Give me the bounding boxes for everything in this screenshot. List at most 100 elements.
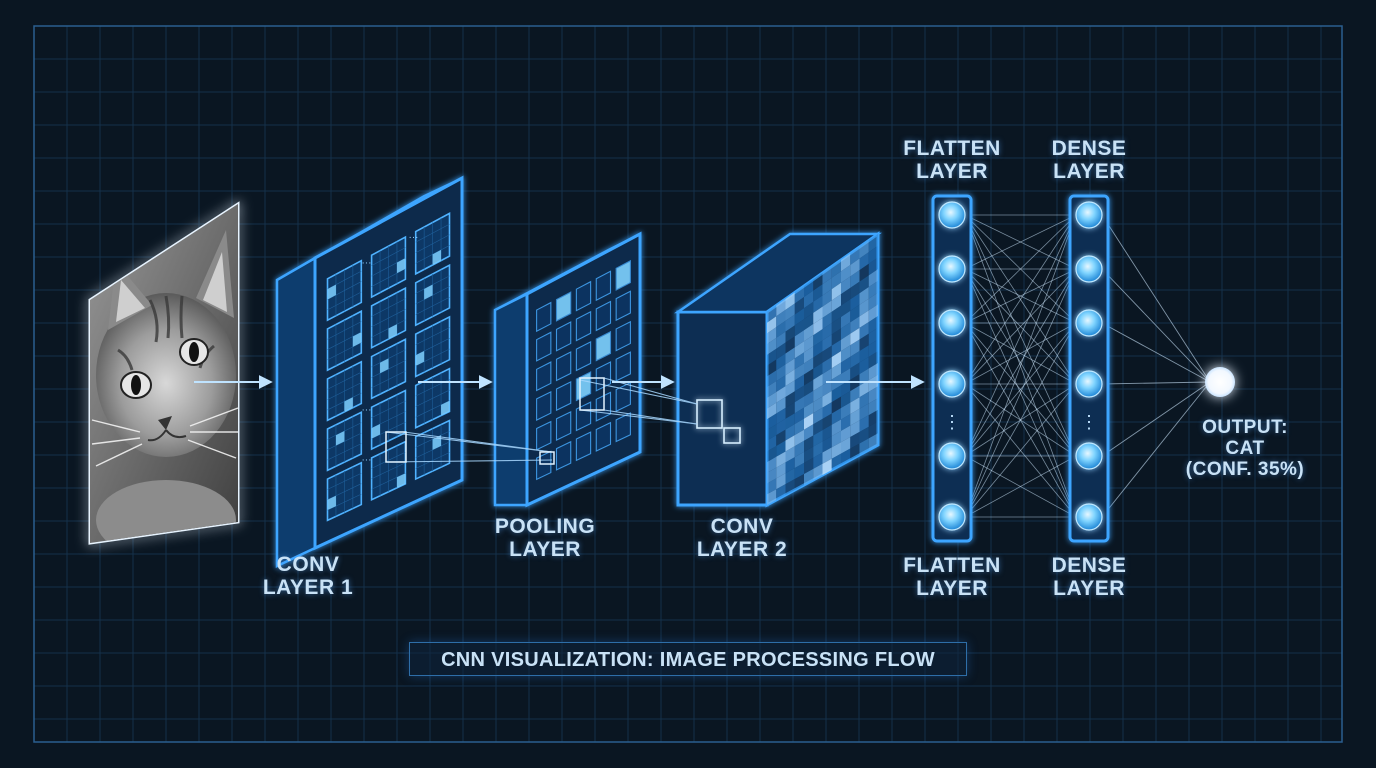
- conv2-pixel: [859, 275, 869, 294]
- conv1-tile-gridline: [327, 331, 362, 350]
- conv2-pixel: [767, 316, 777, 334]
- conv2-pixel: [804, 357, 814, 375]
- conv1-tile-activation: [388, 324, 397, 340]
- conv2-pixel: [822, 289, 832, 307]
- label-pooling-layer-line1: POOLING: [494, 515, 596, 538]
- pooling-side-face: [493, 291, 529, 507]
- receptive-field-boxes: [385, 377, 605, 465]
- conv2-pixel: [822, 390, 832, 408]
- conv2-pixel: [794, 440, 804, 458]
- conv2-kernel-boxes: [696, 399, 741, 444]
- conv2-pixel: [813, 273, 823, 291]
- conv1-tile-activation: [396, 473, 406, 488]
- conv2-pixel: [868, 245, 878, 264]
- conv2-pixel: [822, 402, 832, 419]
- conv2-pixel: [794, 385, 804, 403]
- conv2-pixel: [804, 468, 814, 485]
- conv2-pixel: [794, 308, 804, 326]
- pooling-cell: [536, 331, 552, 362]
- conv2-pixel: [785, 424, 795, 441]
- conv2-pixel: [813, 362, 823, 380]
- conv2-pixel: [785, 479, 795, 495]
- pooling-cell: [555, 410, 572, 441]
- conv2-pixel: [850, 258, 860, 277]
- conv2-pixel: [767, 381, 777, 398]
- conv2-pixel: [831, 294, 841, 312]
- conv1-tile-gridline: [371, 309, 406, 328]
- conv1-tile-gridline: [327, 382, 362, 400]
- conv2-pixel: [822, 334, 832, 352]
- conv2-pixel: [822, 277, 832, 296]
- conv2-pixel: [785, 380, 795, 397]
- conv2-pixel: [767, 402, 777, 420]
- conv1-tile-gridline: [415, 245, 450, 264]
- conv1-tile-gridline: [415, 389, 450, 407]
- conv2-pixel: [850, 351, 860, 369]
- conv2-pixel: [767, 456, 777, 473]
- conv1-tile-activation: [371, 424, 381, 439]
- conv2-pixel: [804, 279, 814, 298]
- conv2-pixel: [813, 351, 823, 369]
- conv2-pixel: [767, 370, 777, 388]
- conv2-pixel: [831, 282, 841, 301]
- pooling-cell: [575, 280, 592, 312]
- label-conv-layer-2-line2: LAYER 2: [696, 538, 788, 561]
- conv2-pixel: [776, 353, 786, 371]
- conv2-pixel: [822, 300, 832, 318]
- conv2-pixel: [822, 266, 832, 285]
- conv1-tile-activation: [327, 495, 336, 511]
- conv2-pixel: [859, 345, 869, 363]
- conv2-pixel: [859, 287, 869, 305]
- conv2-pixel: [794, 341, 804, 359]
- conv2-pixel: [841, 299, 851, 317]
- conv2-pixel: [822, 323, 832, 341]
- pooling-cell: [555, 381, 572, 412]
- conv2-pixel: [868, 234, 878, 253]
- conv2-pixel: [841, 379, 851, 397]
- conv2-pixel: [776, 440, 786, 457]
- conv2-pixel: [794, 407, 804, 425]
- dense-connection: [964, 383, 1077, 518]
- conv2-pixel: [804, 312, 814, 331]
- dense-connection: [964, 455, 1077, 518]
- label-flatten-bottom-line2: LAYER: [916, 577, 988, 600]
- conv2-pixel: [868, 327, 878, 346]
- cat-photo-icon: [90, 204, 238, 543]
- dense-connection: [964, 268, 1077, 385]
- conv1-tile-activation: [344, 397, 353, 412]
- conv2-pixel: [841, 345, 851, 363]
- label-output-line1: OUTPUT:: [1202, 417, 1288, 438]
- conv2-pixel: [767, 489, 777, 505]
- dense-neuron: [1075, 309, 1103, 337]
- conv1-tile-activation: [415, 351, 425, 366]
- dense-connection: [964, 268, 1077, 457]
- dense-connection: [964, 214, 1077, 457]
- conv2-pixel: [850, 408, 860, 426]
- conv2-pixel: [859, 403, 869, 421]
- conv2-pixel: [785, 303, 795, 321]
- conv1-ellipsis-mark: ···: [361, 257, 371, 268]
- dense-connection: [964, 268, 1077, 518]
- label-conv-layer-1: CONV LAYER 1: [248, 553, 368, 599]
- pooling-cell: [536, 420, 552, 451]
- outer-frame: [33, 25, 1343, 743]
- conv2-pixel: [813, 430, 823, 447]
- conv2-pixel: [767, 305, 777, 323]
- conv2-pixel: [822, 447, 832, 464]
- conv2-pixel: [785, 446, 795, 463]
- output-connection: [1101, 214, 1211, 383]
- conv2-pixel: [785, 435, 795, 452]
- conv2-pixel: [804, 424, 814, 441]
- conv2-pixel: [859, 380, 869, 398]
- conv2-pixel: [859, 310, 869, 328]
- conv2-pixel: [868, 339, 878, 357]
- conv2-pixel: [859, 298, 869, 317]
- neurons: [938, 201, 1103, 531]
- label-dense-bottom: DENSE LAYER: [1030, 554, 1148, 600]
- conv1-tile-gridline: [415, 452, 450, 469]
- pooling-cell: [555, 351, 572, 382]
- conv2-pixel: [813, 340, 823, 358]
- conv2-pixel: [831, 362, 841, 380]
- conv2-pixel: [831, 442, 841, 459]
